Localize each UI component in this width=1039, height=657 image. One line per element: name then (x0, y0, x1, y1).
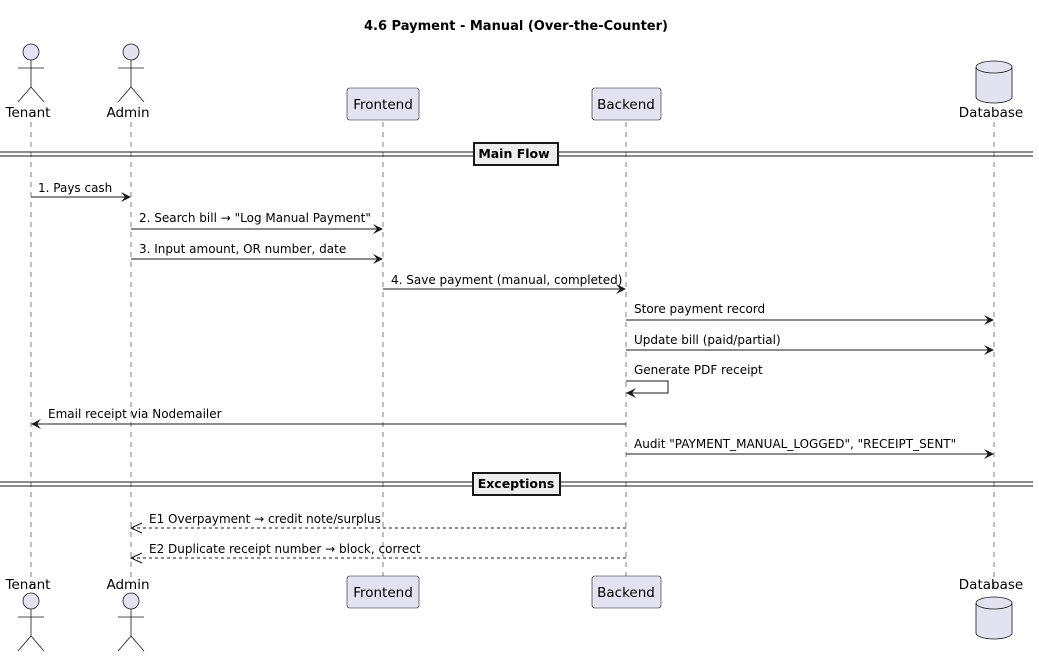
participants-top: Tenant Admin Frontend Backend Database (5, 43, 1023, 121)
message-label: 1. Pays cash (38, 181, 112, 195)
message-4: 4. Save payment (manual, completed) (383, 273, 626, 294)
participants-bottom: Tenant Admin Frontend Backend Database (5, 575, 1023, 652)
participant-label-backend: Backend (597, 97, 655, 113)
message-label: E1 Overpayment → credit note/surplus (149, 512, 381, 526)
diagram-title: 4.6 Payment - Manual (Over-the-Counter) (364, 19, 668, 34)
participant-label-database-bottom: Database (959, 577, 1023, 593)
actor-tenant-bottom: Tenant (5, 577, 51, 652)
participant-label-backend-bottom: Backend (597, 585, 655, 601)
database-icon-bottom: Database (959, 577, 1023, 640)
message-label: Audit "PAYMENT_MANUAL_LOGGED", "RECEIPT_… (634, 437, 956, 451)
message-label: E2 Duplicate receipt number → block, cor… (149, 542, 421, 556)
message-label: 4. Save payment (manual, completed) (391, 273, 622, 287)
message-6: Update bill (paid/partial) (626, 333, 994, 355)
message-11: E2 Duplicate receipt number → block, cor… (129, 542, 626, 564)
message-10: E1 Overpayment → credit note/surplus (129, 512, 626, 534)
message-label: 3. Input amount, OR number, date (139, 242, 346, 256)
message-1: 1. Pays cash (31, 181, 131, 202)
actor-admin-top: Admin (106, 43, 150, 121)
message-label: Store payment record (634, 302, 765, 316)
participant-label-tenant-bottom: Tenant (5, 577, 51, 593)
actor-tenant-top: Tenant (5, 43, 51, 121)
divider-label-main-flow: Main Flow (478, 146, 550, 161)
message-label: Update bill (paid/partial) (634, 333, 781, 347)
message-3: 3. Input amount, OR number, date (131, 242, 383, 264)
participant-frontend-top: Frontend (346, 87, 420, 121)
messages: 1. Pays cash 2. Search bill → "Log Manua… (31, 181, 994, 564)
divider-label-exceptions: Exceptions (478, 476, 555, 491)
participant-label-frontend-bottom: Frontend (353, 585, 413, 601)
participant-backend-top: Backend (591, 87, 662, 121)
divider-main-flow: Main Flow (0, 142, 1033, 166)
message-label: 2. Search bill → "Log Manual Payment" (139, 211, 371, 225)
participant-label-admin: Admin (106, 105, 149, 121)
participant-frontend-bottom: Frontend (346, 575, 420, 609)
divider-exceptions: Exceptions (0, 472, 1033, 496)
message-9: Audit "PAYMENT_MANUAL_LOGGED", "RECEIPT_… (626, 437, 994, 459)
participant-label-admin-bottom: Admin (106, 577, 149, 593)
actor-admin-bottom: Admin (106, 577, 150, 652)
message-5: Store payment record (626, 302, 994, 325)
participant-label-database: Database (959, 105, 1023, 121)
message-7: Generate PDF receipt (626, 363, 763, 398)
database-icon-top: Database (959, 60, 1023, 121)
message-8: Email receipt via Nodemailer (31, 407, 626, 429)
lifelines (30, 122, 995, 588)
message-label: Email receipt via Nodemailer (48, 407, 222, 421)
participant-label-tenant: Tenant (5, 105, 51, 121)
participant-label-frontend: Frontend (353, 97, 413, 113)
message-label: Generate PDF receipt (634, 363, 763, 377)
message-2: 2. Search bill → "Log Manual Payment" (131, 211, 383, 234)
participant-backend-bottom: Backend (591, 575, 662, 609)
